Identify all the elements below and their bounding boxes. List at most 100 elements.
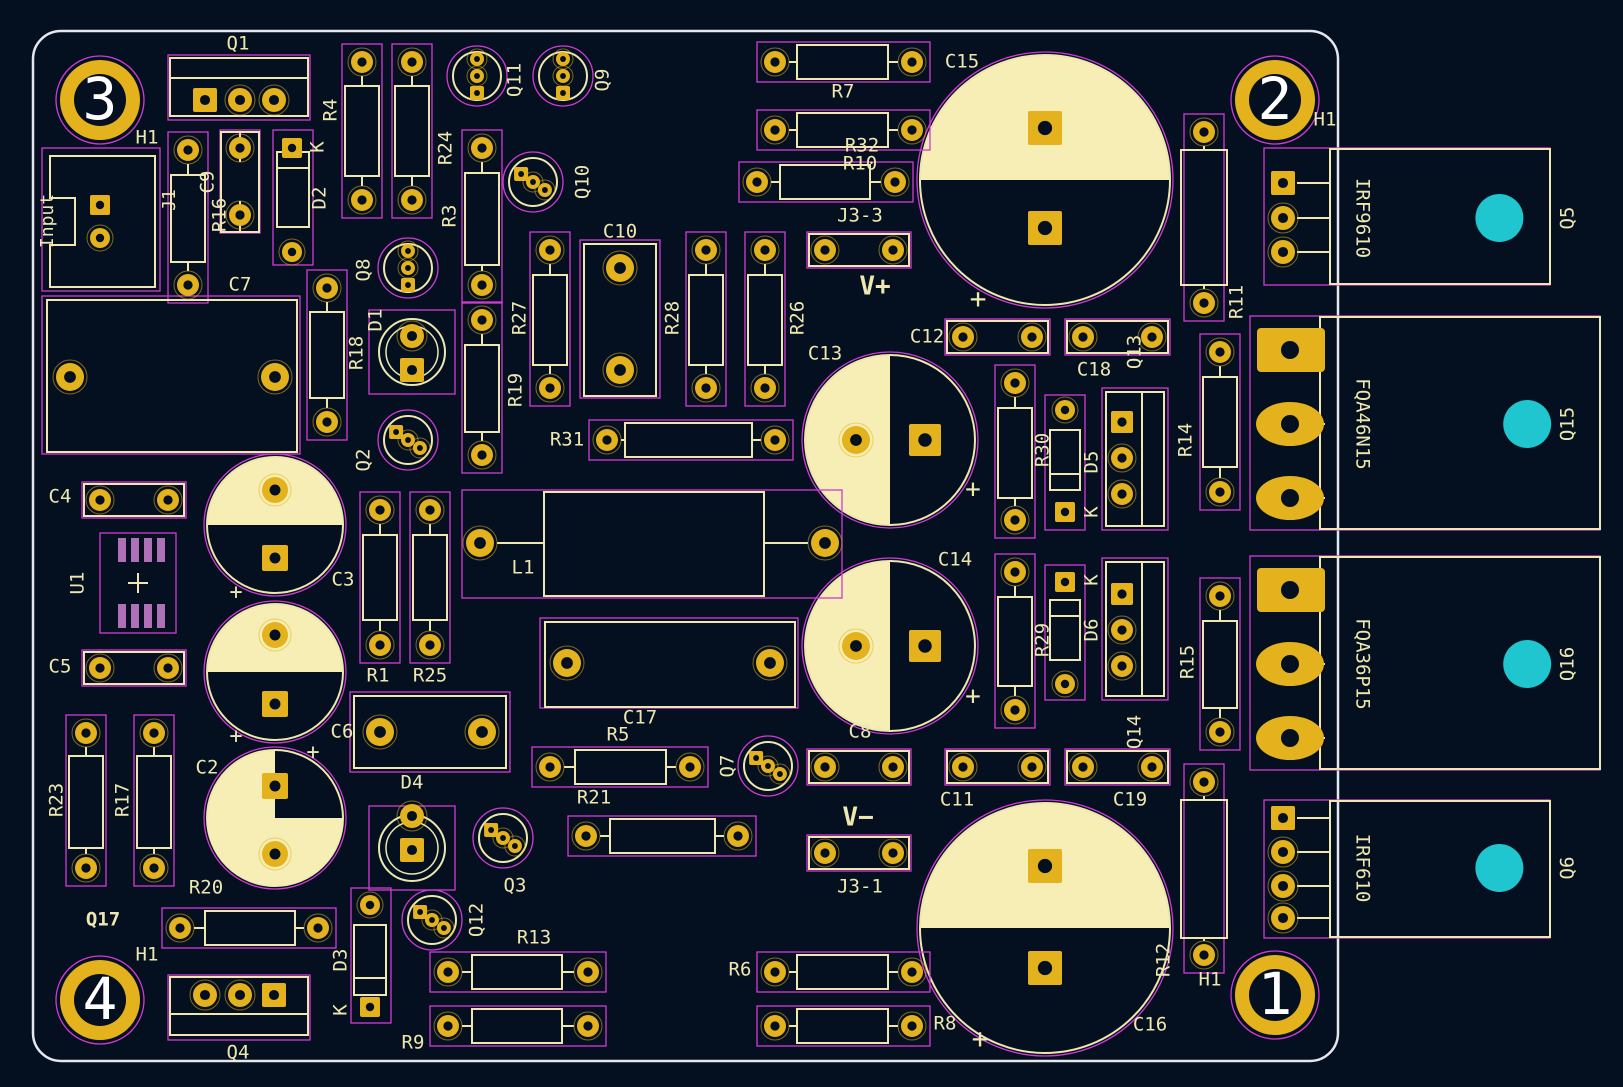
silk-label-labels-c4: C4 <box>49 486 72 508</box>
drill-hole <box>488 827 495 833</box>
silk-label-labels-q11: Q11 <box>504 63 526 97</box>
pad-ring <box>1051 670 1079 698</box>
resistor-courtyard <box>744 231 786 407</box>
pad-ring <box>602 352 638 388</box>
capacitor-courtyard <box>944 318 1051 356</box>
pad-ring <box>838 422 874 458</box>
input-connector-courtyard <box>41 147 161 292</box>
silk-label-labels-c9: C9 <box>197 171 219 194</box>
silk-label-labels-c6: C6 <box>331 721 354 743</box>
d1-courtyard <box>368 309 456 395</box>
silk-label-labels-r17: R17 <box>112 783 134 817</box>
drill-hole <box>753 755 760 761</box>
resistor-courtyard <box>756 41 931 83</box>
drill-hole <box>64 371 76 383</box>
triple-pad-courtyard <box>1101 557 1169 701</box>
q1-courtyard <box>167 54 311 121</box>
capacitor-c15-outline <box>919 54 1171 306</box>
silk-label-labels-vminus: V− <box>842 803 873 833</box>
pad-ring <box>1267 870 1299 902</box>
resistor-courtyard <box>1199 577 1241 751</box>
drill-hole <box>183 280 193 290</box>
drill-hole <box>560 56 566 62</box>
drill-hole <box>1117 453 1127 463</box>
pad-ring <box>1137 752 1167 782</box>
resistor-courtyard <box>429 1005 607 1047</box>
silk-label-labels-r16: R16 <box>209 198 231 232</box>
drill-hole <box>581 831 591 841</box>
c10-courtyard <box>579 239 661 399</box>
pad-ring <box>752 645 788 681</box>
capacitor-body <box>946 750 1049 784</box>
drill-hole <box>583 967 593 977</box>
d1-outline <box>378 318 446 386</box>
drill-hole <box>405 265 411 271</box>
drill-hole <box>890 177 900 187</box>
silk-label-labels-q1: Q1 <box>227 33 250 55</box>
pad-ring <box>742 167 772 197</box>
pad-ring <box>878 235 908 265</box>
silk-label-labels-vplus: V+ <box>859 272 890 302</box>
resistor-courtyard <box>409 491 451 664</box>
drill-hole <box>701 383 711 393</box>
silk-label-labels-q14: Q14 <box>1124 715 1146 749</box>
pad-ring <box>467 440 497 470</box>
resistor-courtyard <box>588 419 794 461</box>
pad-ring <box>189 979 221 1011</box>
capacitor-c13-outline <box>804 354 976 526</box>
silk-label-labels-r31: R31 <box>550 429 584 451</box>
drill-hole <box>268 989 280 1001</box>
pad-ring <box>86 224 114 252</box>
drill-hole <box>1215 487 1225 497</box>
drill-hole <box>406 810 418 822</box>
pad-ring <box>948 752 978 782</box>
drill-hole <box>199 94 211 106</box>
drill-hole <box>530 179 536 185</box>
pad-ring <box>258 618 292 652</box>
mounting-hole-drill <box>74 74 126 126</box>
drill-hole <box>393 429 400 435</box>
drill-hole <box>614 364 626 376</box>
drill-hole <box>268 94 280 106</box>
transistor-outline <box>743 741 793 791</box>
pad-ring <box>504 835 526 857</box>
drill-hole <box>269 698 281 710</box>
silk-label-labels-r12: R12 <box>1153 943 1175 977</box>
mounting-hole-courtyard <box>1230 950 1320 1040</box>
mounting-hole-number: 4 <box>83 965 118 1033</box>
pad-ring <box>1017 752 1047 782</box>
silk-label-labels-r18: R18 <box>346 336 368 370</box>
drill-hole <box>770 967 780 977</box>
mounting-hole-ref: H1 <box>136 127 159 149</box>
drill-hole <box>1117 489 1127 499</box>
drill-hole <box>269 848 281 860</box>
silk-label-labels-l1: L1 <box>512 557 535 579</box>
silk-label-labels-q4: Q4 <box>227 1042 250 1064</box>
d5-courtyard <box>1044 394 1086 531</box>
drill-hole <box>1215 727 1225 737</box>
silk-label-labels-c13: C13 <box>808 343 842 365</box>
q1-body <box>169 57 309 117</box>
triple-pad-courtyard <box>1101 387 1169 531</box>
drill-hole <box>234 989 246 1001</box>
capacitor-courtyard <box>806 231 912 269</box>
resistor-courtyard <box>461 129 503 304</box>
drill-hole <box>407 57 417 67</box>
drill-hole <box>764 657 776 669</box>
drill-hole <box>820 762 830 772</box>
drill-hole <box>429 917 435 923</box>
pad-ring <box>880 167 910 197</box>
drill-hole <box>907 967 917 977</box>
power-transistor-q15-part: FQA46N15 <box>1352 378 1374 470</box>
resistor-courtyard <box>531 746 709 788</box>
drill-hole <box>443 967 453 977</box>
silk-label-labels-c12: C12 <box>910 326 944 348</box>
pad-ring <box>760 425 790 455</box>
capacitor-body <box>808 750 910 784</box>
silk-label-labels-r3: R3 <box>439 205 461 228</box>
drill-hole <box>313 923 323 933</box>
capacitor-body <box>83 651 185 685</box>
pad-ring <box>534 179 556 201</box>
drill-hole <box>374 726 386 738</box>
capacitor-c14-courtyard <box>801 557 979 735</box>
